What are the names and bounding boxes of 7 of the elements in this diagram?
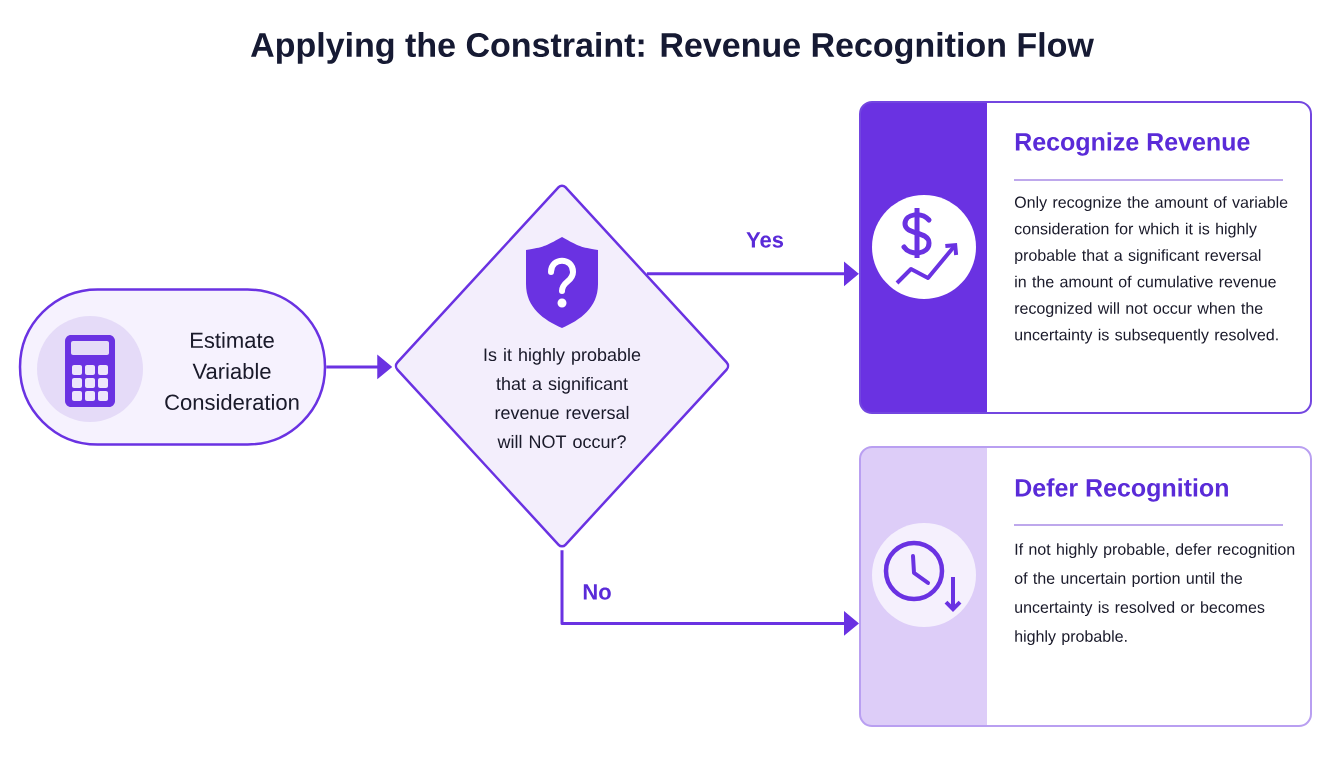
card-text: If not highly probable, defer recognition of the uncertain portion until the uncertainty is resolved or becomes highly probable. — [1014, 543, 1295, 646]
card-text: Only recognize the amount of variable consideration for which it is highly probable that a significant reversal in the amount of cumulative revenue recognized will not occur when the uncertainty is subsequently resolved. — [1014, 196, 1288, 344]
card-heading: Recognize Revenue — [1015, 132, 1250, 156]
card-heading: Defer Recognition — [1015, 478, 1228, 502]
title: Applying the Constraint: Revenue Recognition Flow — [251, 32, 1094, 64]
edge-label: Yes — [744, 230, 786, 250]
edge-label: No — [580, 582, 614, 602]
